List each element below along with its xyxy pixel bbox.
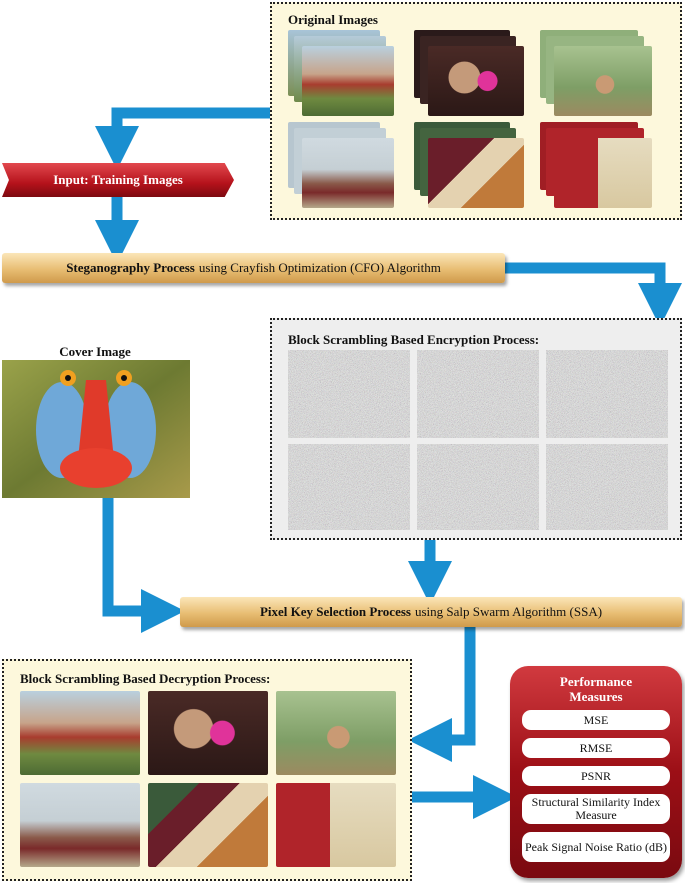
girl-thumb (428, 46, 524, 116)
decrypted-house-thumb (20, 691, 140, 775)
measure-peak-snr: Peak Signal Noise Ratio (dB) (522, 832, 670, 862)
encryption-box: Block Scrambling Based Encryption Proces… (270, 318, 682, 540)
arrow-cover-to-pixelkey (102, 498, 185, 633)
decrypted-kid-thumb (148, 783, 268, 867)
measure-ssim: Structural Similarity Index Measure (522, 794, 670, 824)
decrypted-clown-thumb (276, 783, 396, 867)
performance-title-line1: Performance (559, 674, 633, 689)
original-images-box: Original Images (270, 2, 682, 220)
pixel-key-rest: using Salp Swarm Algorithm (SSA) (414, 604, 603, 619)
encrypted-noise-grid (288, 350, 668, 530)
cover-image-title: Cover Image (59, 344, 131, 359)
steganography-process-bar: Steganography Process using Crayfish Opt… (2, 253, 505, 283)
measure-rmse: RMSE (522, 738, 670, 758)
clown-thumb (554, 138, 652, 208)
decrypted-baby-thumb (276, 691, 396, 775)
baby-thumb (554, 46, 652, 116)
decryption-box: Block Scrambling Based Decryption Proces… (2, 659, 412, 881)
measure-mse: MSE (522, 710, 670, 730)
pixel-key-selection-bar: Pixel Key Selection Process using Salp S… (180, 597, 682, 627)
arrow-original-to-input (95, 107, 272, 170)
cover-image-mandrill (2, 360, 190, 498)
steganography-rest: using Crayfish Optimization (CFO) Algori… (198, 260, 441, 275)
performance-measures-panel: Performance Measures MSE RMSE PSNR Struc… (510, 666, 682, 878)
house-thumb (302, 46, 394, 116)
decrypted-boats-thumb (20, 783, 140, 867)
arrow-steg-to-encryption (505, 262, 682, 327)
encryption-title: Block Scrambling Based Encryption Proces… (288, 332, 540, 347)
decryption-title: Block Scrambling Based Decryption Proces… (20, 671, 271, 686)
kid-thumb (428, 138, 524, 208)
measure-psnr: PSNR (522, 766, 670, 786)
boats-thumb (302, 138, 394, 208)
decrypted-girl-thumb (148, 691, 268, 775)
steganography-bold: Steganography Process (66, 260, 195, 275)
performance-title: Performance Measures (510, 674, 682, 704)
original-images-title: Original Images (288, 12, 378, 27)
performance-title-line2: Measures (569, 689, 623, 704)
arrow-pixelkey-to-decryption (408, 627, 476, 762)
pixel-key-bold: Pixel Key Selection Process (259, 604, 411, 619)
input-training-images: Input: Training Images (2, 163, 234, 197)
